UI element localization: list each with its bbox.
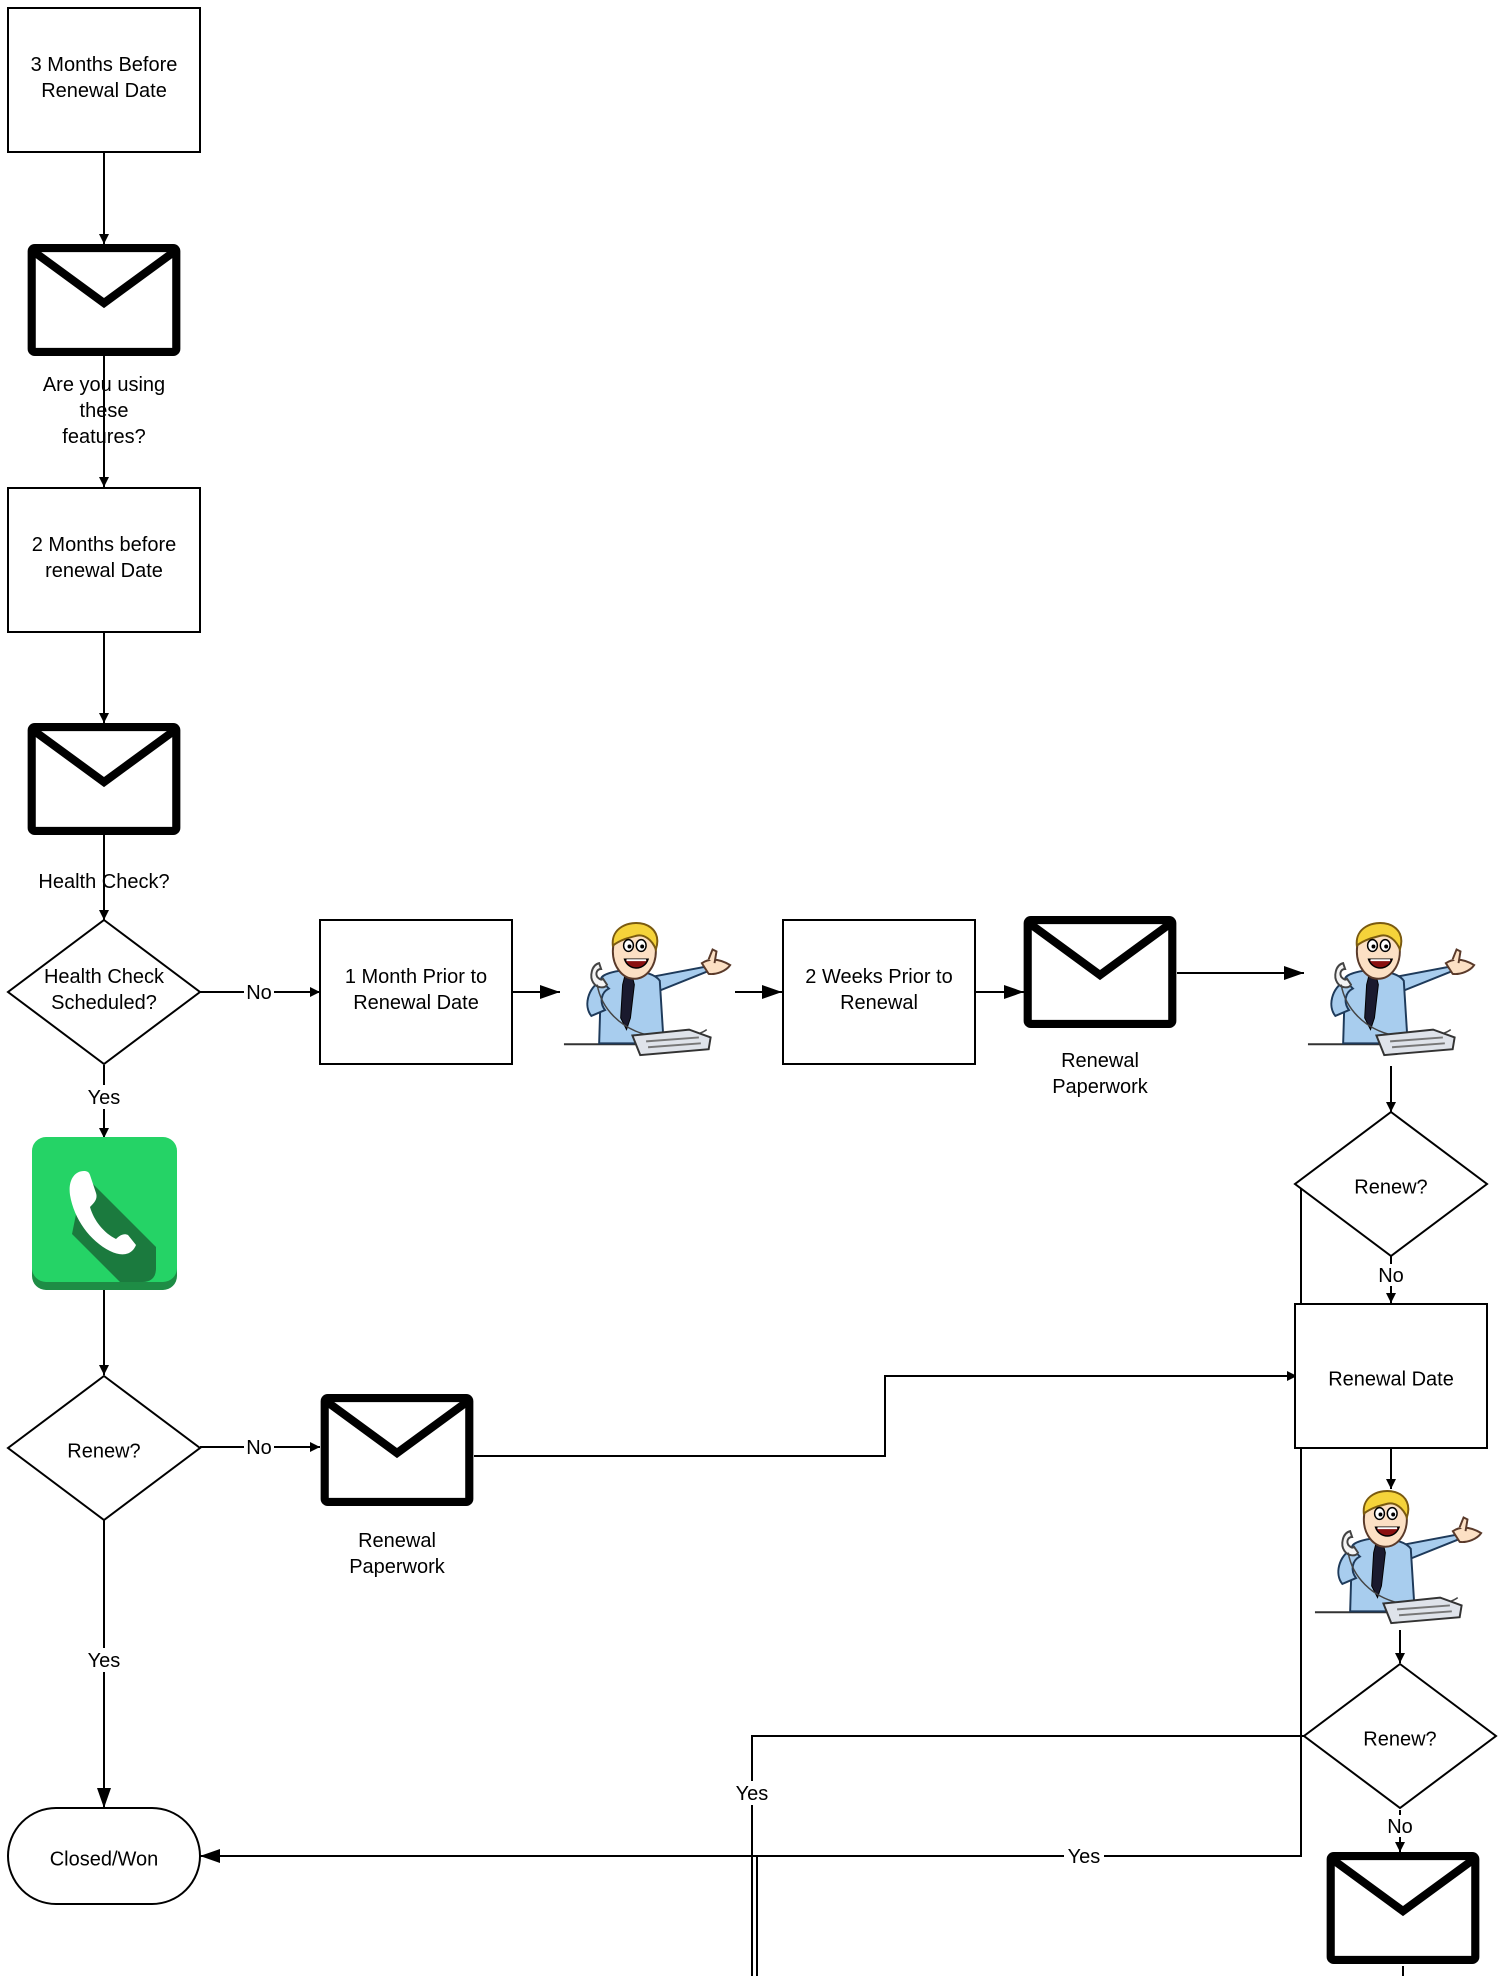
node-one-month-line2: Renewal Date [353,992,479,1014]
node-renewal-date-label: Renewal Date [1328,1368,1454,1390]
terminal-closed-won: Closed/Won [7,1807,201,1905]
node-one-month: 1 Month Prior to Renewal Date [319,919,513,1065]
node-renewal-date: Renewal Date [1294,1303,1488,1449]
edge-renew-right1-yes [200,1183,1302,1863]
envelope-icon [1331,1856,1476,1960]
envelope-icon [325,1398,470,1502]
terminal-closed-won-label: Closed/Won [50,1848,159,1870]
decision-renew-right-2: Renew? [1302,1662,1498,1810]
decision-renew-right-1: Renew? [1293,1110,1489,1258]
email-features-line1: Are you using [43,374,165,396]
decision-health-check: Health Check Scheduled? [6,918,202,1066]
node-three-months-line1: 3 Months Before [31,54,178,76]
email-paperwork-mid: Renewal Paperwork [325,1398,470,1578]
node-two-months-line2: renewal Date [45,560,163,582]
email-features: Are you using these features? [32,248,177,448]
decision-renew-right-2-label: Renew? [1363,1728,1436,1750]
node-three-months: 3 Months Before Renewal Date [7,7,201,153]
edge-label-renew-right2-no: No [1387,1816,1413,1838]
node-one-month-line1: 1 Month Prior to [345,966,487,988]
decision-health-check-line1: Health Check [44,966,165,988]
node-two-weeks: 2 Weeks Prior to Renewal [782,919,976,1065]
email-features-line2: these [80,400,129,422]
node-two-weeks-line2: Renewal [840,992,918,1014]
email-paperwork-top-line1: Renewal [1061,1050,1139,1072]
decision-renew-left: Renew? [6,1374,202,1522]
email-paperwork-top-line2: Paperwork [1052,1076,1149,1098]
edge-label-renew-right1-no: No [1378,1265,1404,1287]
node-two-months-line1: 2 Months before [32,534,177,556]
edge-label-renew-left-yes: Yes [88,1650,121,1672]
email-features-line3: features? [62,426,145,448]
salesman-on-phone-icon [1313,1490,1483,1625]
envelope-icon [1028,920,1173,1024]
edge-label-renew-left-no: No [246,1437,272,1459]
email-health: Health Check? [32,727,177,893]
edge-email-to-renewal-date [474,1371,1297,1457]
salesman-on-phone-icon [1306,922,1476,1057]
edge-label-renew-right1-yes: Yes [1068,1846,1101,1868]
node-two-months: 2 Months before renewal Date [7,487,201,633]
decision-renew-right-1-label: Renew? [1354,1176,1427,1198]
email-paperwork-top: Renewal Paperwork [1028,920,1173,1098]
decision-renew-left-label: Renew? [67,1440,140,1462]
edge-renew-right2-yes [751,1735,1304,1976]
edge-label-renew-right2-yes: Yes [736,1783,769,1805]
envelope-icon [32,248,177,352]
node-three-months-line2: Renewal Date [41,80,167,102]
email-paperwork-mid-line1: Renewal [358,1530,436,1552]
email-health-line1: Health Check? [38,871,169,893]
decision-health-check-line2: Scheduled? [51,992,157,1014]
salesman-on-phone-icon [562,922,732,1057]
envelope-icon [32,727,177,831]
phone-app-icon [32,1137,177,1290]
edge-labels: No Yes No Yes No Yes No Yes [84,980,1416,1868]
edge-label-health-no: No [246,982,272,1004]
node-two-weeks-line1: 2 Weeks Prior to [805,966,952,988]
edge-label-health-yes: Yes [88,1087,121,1109]
email-paperwork-mid-line2: Paperwork [349,1556,446,1578]
